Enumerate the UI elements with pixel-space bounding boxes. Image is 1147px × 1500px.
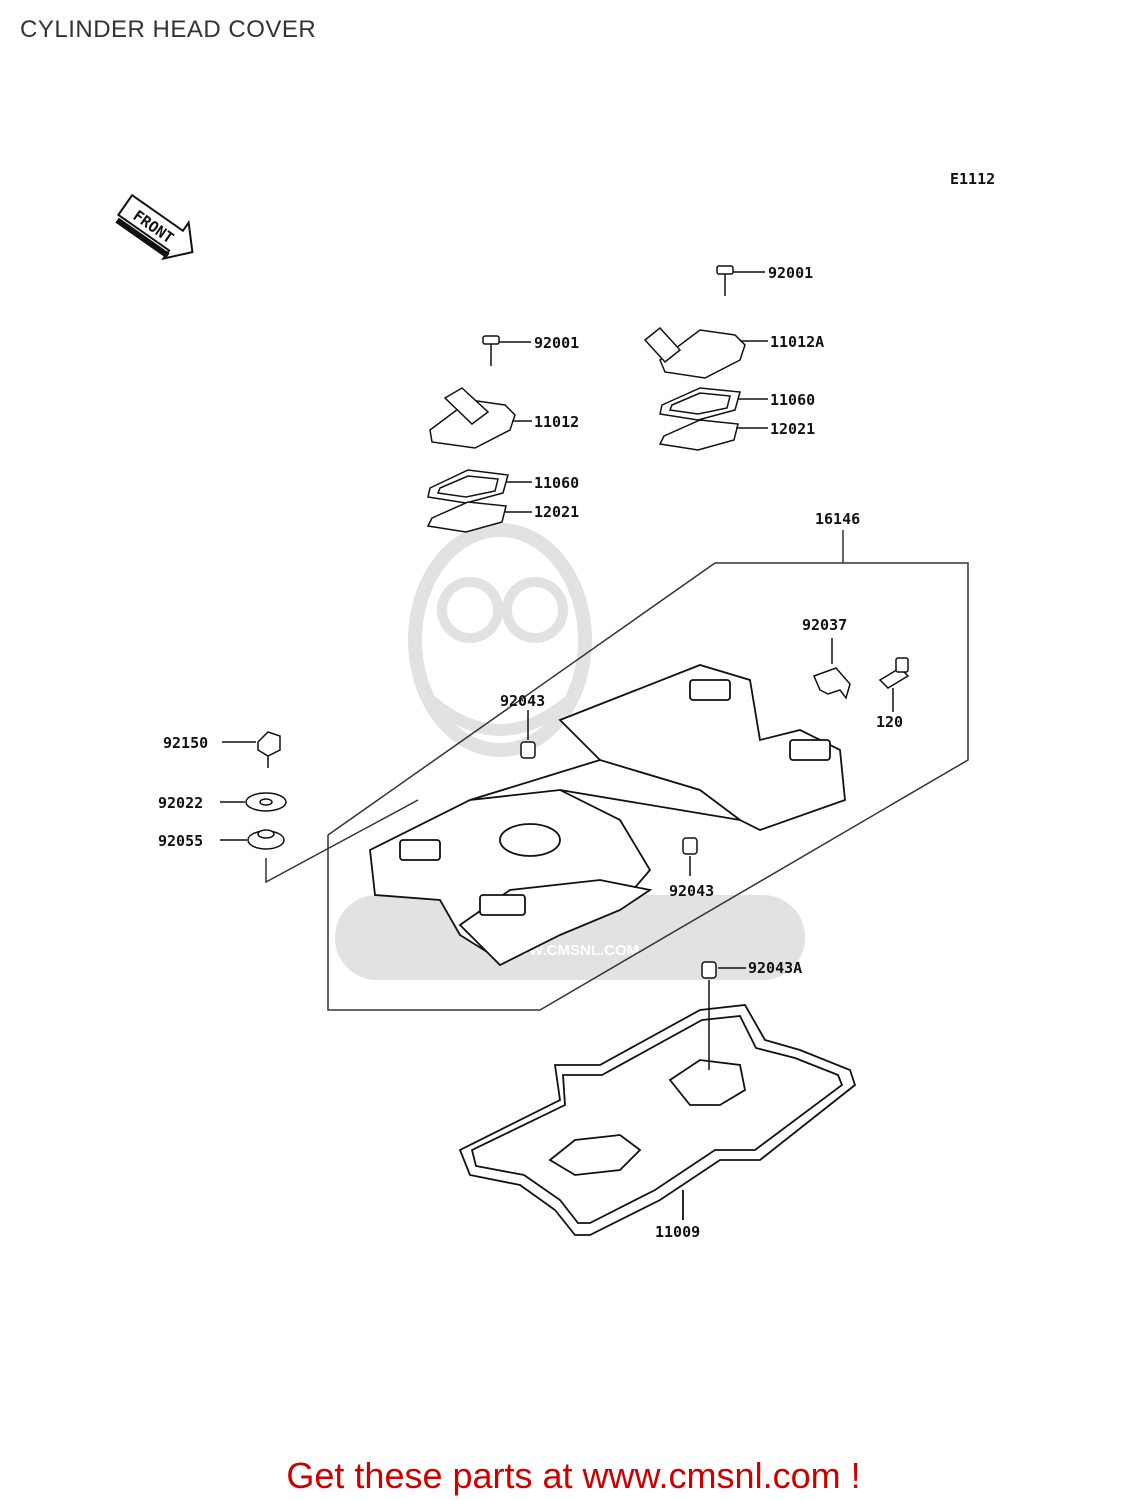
cap-11012a-icon <box>643 326 768 379</box>
bolt-92150-icon <box>222 731 281 768</box>
dowel-92043-upper-icon <box>520 710 536 759</box>
footer-link[interactable]: Get these parts at www.cmsnl.com ! <box>286 1455 861 1496</box>
callout-12021-left: 12021 <box>534 503 579 521</box>
callout-92043-lower: 92043 <box>669 882 714 900</box>
grommet-92055-icon <box>220 829 285 850</box>
bracket-92037-icon <box>812 638 851 700</box>
cylinder-head-cover-icon <box>369 664 846 967</box>
callout-92055: 92055 <box>158 832 203 850</box>
callout-92022: 92022 <box>158 794 203 812</box>
gasket-11060-right-icon <box>659 387 768 421</box>
front-arrow-icon <box>115 193 194 261</box>
callout-92001-right: 92001 <box>768 264 813 282</box>
plate-12021-left-icon <box>426 501 532 533</box>
bolt-120-icon <box>878 657 910 712</box>
footer-banner[interactable]: Get these parts at www.cmsnl.com ! <box>0 1455 1147 1497</box>
callout-12021-right: 12021 <box>770 420 815 438</box>
page-title: CYLINDER HEAD COVER <box>20 16 317 43</box>
assembly-outline-16146 <box>327 530 969 1011</box>
callout-92001-left: 92001 <box>534 334 579 352</box>
gasket-11009-icon <box>458 1004 857 1236</box>
dowel-92043a-icon <box>701 961 746 1070</box>
plate-12021-right-icon <box>658 419 768 451</box>
dowel-92043-lower-icon <box>682 837 698 876</box>
callout-11012: 11012 <box>534 413 579 431</box>
callout-92043-upper: 92043 <box>500 692 545 710</box>
callout-92037: 92037 <box>802 616 847 634</box>
callout-11060-left: 11060 <box>534 474 579 492</box>
bolt-92001-right-icon <box>716 265 765 296</box>
leader-92055 <box>265 799 419 884</box>
callout-11012a: 11012A <box>770 333 824 351</box>
diagram-code: E1112 <box>950 170 995 188</box>
callout-92043a: 92043A <box>748 959 802 977</box>
gasket-11060-left-icon <box>427 469 532 504</box>
callout-92150: 92150 <box>163 734 208 752</box>
cap-11012-icon <box>429 387 532 449</box>
washer-92022-icon <box>220 792 287 812</box>
callout-16146: 16146 <box>815 510 860 528</box>
callout-11060-right: 11060 <box>770 391 815 409</box>
callout-11009: 11009 <box>655 1223 700 1241</box>
callout-120: 120 <box>876 713 903 731</box>
bolt-92001-left-icon <box>482 335 531 366</box>
